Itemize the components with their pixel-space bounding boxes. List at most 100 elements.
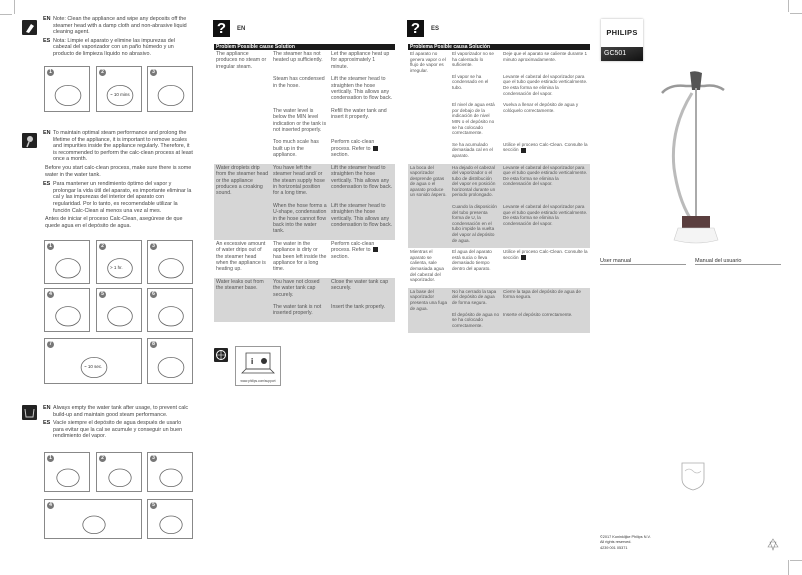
table-row: Cuando la disposición del tubo presenta … [408,203,590,249]
note-en-text: Note: Clean the appliance and wipe any d… [53,16,187,36]
philips-shield-logo [680,459,706,491]
calc-es-extra: Antes de iniciar el proceso Calc-Clean, … [45,216,183,229]
step-number: 5 [99,291,106,298]
problem-cell: La base del vaporizador presenta una fug… [408,287,450,334]
cause-cell: El depósito de agua no se ha colocado co… [450,310,501,334]
step-drawing [158,306,184,327]
question-icon: ? [213,20,230,37]
empty-es-text: Vacíe siempre el depósito de agua despué… [53,420,183,440]
step-number: 1 [47,243,54,250]
calc-clean-reference-icon [372,247,378,253]
question-icon: ? [407,20,424,37]
step-illustration: 6 [147,288,193,332]
solution-cell: Levante el cabezal del vaporizador para … [501,163,590,204]
solution-cell: Levante el cabezal del vaporizador para … [501,203,590,249]
table-row: An excessive amount of water drips out o… [214,240,395,278]
problem-cell: Water droplets drip from the steamer hea… [214,163,271,240]
solution-cell: Cierre la tapa del depósito de agua de f… [501,287,590,311]
table-row: Water droplets drip from the steamer hea… [214,163,396,240]
header-label: Problema Posible causa Solución [408,44,501,50]
step-illustration: 2> 1 hr. [96,240,142,284]
step-illustration: 5 [96,288,142,332]
table-header: Problem Possible cause Solution [214,44,396,50]
solution-cell: Refill the water tank and insert it prop… [329,107,395,139]
solution-text: Close the water tank cap securely. [331,278,389,292]
step-number: 3 [150,69,157,76]
table-row: Mientras el aparato se calienta, sale de… [408,248,590,288]
step-illustration: 3 [147,452,193,492]
step-illustration: 1 [44,452,90,492]
step-number: 2 [99,69,106,76]
copyright-block: ©2017 Koninklijke Philips N.V. All right… [600,535,651,551]
solution-text: Levante el cabezal del vaporizador para … [503,73,588,96]
calc-clean-reference-icon [520,147,526,153]
solution-cell: Vuelva a llenar el depósito de agua y co… [501,101,590,141]
cause-cell: The water level is below the MIN level i… [273,107,327,134]
crop-mark [788,560,789,575]
calc-es-text: Para mantener un rendimiento óptimo del … [53,181,192,214]
problem-cell: The appliance produces no steam or irreg… [216,51,267,70]
crop-mark [790,560,802,561]
step-number: 6 [150,291,157,298]
solution-text-after: section. [331,253,349,260]
empty-en-text: Always empty the water tank after usage,… [53,405,189,418]
table-row: Se ha acumulado demasiada cal en el apar… [408,141,590,164]
calc-clean-reference-icon [520,255,526,261]
step-illustration: 4 [44,288,90,332]
wipe-cloth-icon [22,20,37,35]
cause-cell: When the hose forms a U-shape, condensat… [271,201,330,240]
solution-cell: Utilice el proceso Calc-Clean. Consulte … [501,141,590,164]
solution-text-after: section. [331,152,349,159]
crop-mark [0,14,12,15]
recycle-icon [767,538,779,551]
cause-cell: Se ha acumulado demasiada cal en el apar… [452,141,493,158]
step-number: 7 [47,341,54,348]
calc-clean-reference-icon [372,146,378,151]
table-row: When the hose forms a U-shape, condensat… [214,201,396,240]
svg-text:i: i [251,357,253,366]
calc-clean-icon [22,133,37,148]
step-caption: > 1 hr. [110,265,123,271]
lang-label: ES [43,37,51,44]
document-code: 4239 001 05371 [600,546,628,550]
support-url[interactable]: www.philips.com/support [240,379,276,383]
lang-heading: ES [431,26,440,32]
cause-cell: Too much scale has built up in the appli… [273,139,319,159]
step-caption: ~ 10 mins [110,92,130,98]
empty-tank-icon [22,405,37,420]
step-drawing [107,258,133,279]
cause-cell: The water tank is not inserted properly. [271,303,330,322]
solution-text: Cierre la tapa del depósito de agua de f… [503,288,581,300]
table-row: The appliance produces no steam or irreg… [214,50,395,75]
step-drawing [55,258,81,279]
crop-mark [790,13,802,14]
table-row: La boca del vaporizador desprende gotas … [408,163,590,249]
table-row: El depósito de agua no se ha colocado co… [408,310,590,334]
step-illustration: 7~ 10 sec. [44,338,142,384]
support-illustration: i www.philips.com/support [235,346,281,386]
step-illustration: 2 [96,452,142,492]
crop-mark [788,0,789,12]
solution-cell: Levante el cabezal del vaporizador para … [501,73,590,101]
lang-label: EN [43,16,51,22]
solution-cell: Deje que el aparato se caliente durante … [501,50,590,73]
table-row: The water tank is not inserted properly.… [214,303,396,322]
lang-heading: EN [237,26,246,32]
solution-text: Let the appliance heat up for approximat… [331,51,390,70]
step-drawing [82,515,106,534]
cause-cell: You have left the steamer head and/ or t… [271,163,330,202]
solution-cell: Insert the tank properly. [329,303,396,322]
steamer-illustration [661,71,725,244]
problem-cell: La boca del vaporizador desprende gotas … [408,163,450,249]
copyright: ©2017 Koninklijke Philips N.V. [600,535,651,539]
solution-cell: Let the appliance heat up for approximat… [329,50,395,75]
step-drawing [159,468,183,487]
step-drawing [107,306,133,327]
cause-cell: El vapor se ha condensado en el tubo. [452,73,489,90]
step-number: 2 [99,455,106,462]
solution-text: Perform calc-clean process. Refer to [331,240,375,254]
